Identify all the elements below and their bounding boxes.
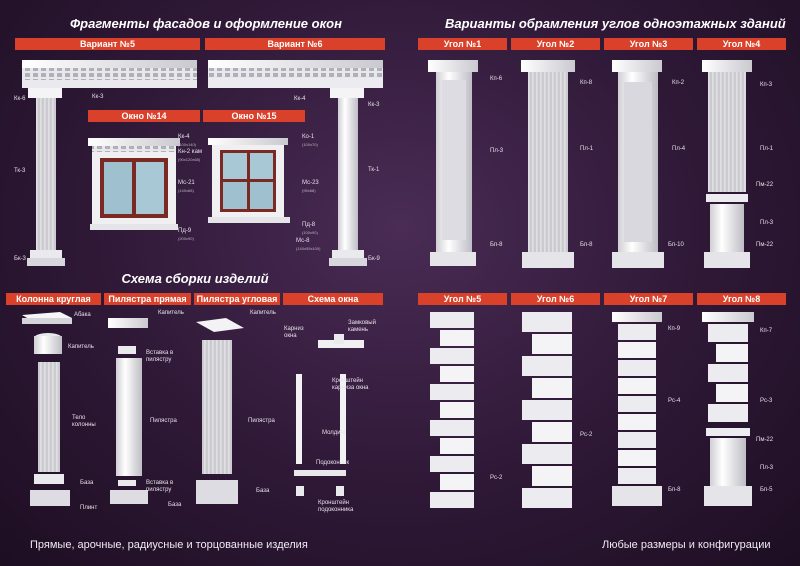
label-c4-kp3: Кп-3 [760, 82, 773, 88]
corner5-quoins [430, 312, 474, 508]
window14 [88, 138, 180, 230]
corner8-quoins [702, 312, 754, 506]
label-ws-molding: Молдинг [322, 430, 347, 436]
label-c2-bp8: Бп-8 [580, 242, 593, 248]
label-c7-rs4: Рс-4 [668, 398, 681, 404]
bar-variant6: Вариант №6 [205, 38, 385, 50]
bar-column-round: Колонна круглая [6, 293, 101, 305]
label-ws-kronsh2: Кронштейн подоконника [318, 500, 354, 513]
label-pp-vstavka2: Вставка в пилястру [146, 480, 174, 493]
label-c3-bp10: Бп-10 [668, 242, 684, 248]
label-w14-ms21: Мс-21(140х68) [178, 180, 195, 193]
pilaster-corner-assembly [196, 318, 244, 504]
label-w14-kn2: Кн-2 кам(90х120х68) [178, 149, 203, 162]
label-c1-pl3: Пл-3 [490, 148, 504, 154]
corner4-pilaster [702, 60, 752, 268]
bar-corner8: Угол №8 [697, 293, 786, 305]
label-pp-pilastra: Пилястра [150, 418, 177, 424]
label-c4-pm22: Пм-22 [756, 182, 774, 188]
label-c3-kp2: Кп-2 [672, 80, 685, 86]
bar-corner1: Угол №1 [418, 38, 507, 50]
label-ws-kronsh: Кронштейн карниза окна [332, 378, 369, 391]
label-ws-podokon: Подоконник [316, 460, 349, 466]
label-w14-pd9: Пд-9(200х90) [178, 228, 194, 241]
label-v6-tk1: Тк-1 [368, 167, 380, 173]
label-pp-vstavka: Вставка в пилястру [146, 350, 174, 363]
footer-left: Прямые, арочные, радиусные и торцованные… [30, 539, 308, 551]
label-c1-kp6: Кп-6 [490, 76, 503, 82]
label-v6-bk9: Бк-9 [368, 256, 380, 262]
bar-corner2: Угол №2 [511, 38, 600, 50]
label-c4-pl3: Пл-3 [760, 220, 774, 226]
corner6-quoins [522, 312, 572, 508]
footer-right: Любые размеры и конфигурации [602, 539, 771, 551]
bar-corner5: Угол №5 [418, 293, 507, 305]
bar-corner3: Угол №3 [604, 38, 693, 50]
bar-pilaster-corner: Пилястра угловая [194, 293, 280, 305]
label-w14-kk4: Кк-4(100х140) [178, 134, 197, 147]
label-v6-kk3: Кк-3 [368, 102, 380, 108]
label-c4-pm22b: Пм-22 [756, 242, 774, 248]
label-v5-kk3: Кк-3 [92, 94, 104, 100]
bar-variant5: Вариант №5 [15, 38, 200, 50]
corner3-pilaster [612, 60, 664, 268]
pilaster-straight-assembly [108, 318, 148, 504]
label-w15-pd8: Пд-8(100х90) [302, 222, 318, 235]
bar-window15: Окно №15 [203, 110, 305, 122]
label-c8-pl3: Пл-3 [760, 465, 774, 471]
label-c8-pm22: Пм-22 [756, 437, 774, 443]
window15 [208, 138, 290, 223]
variant5-facade [22, 60, 197, 266]
corner7-quoins [612, 312, 662, 506]
label-c7-bp8: Бп-8 [668, 487, 681, 493]
label-c5-rs2: Рс-2 [490, 475, 503, 481]
label-pu-pilastra: Пилястра [248, 418, 275, 424]
label-c8-kp7: Кп-7 [760, 328, 773, 334]
bar-corner7: Угол №7 [604, 293, 693, 305]
label-c4-pl1: Пл-1 [760, 146, 774, 152]
label-c1-bp8: Бп-8 [490, 242, 503, 248]
bar-pilaster-straight: Пилястра прямая [104, 293, 191, 305]
label-pp-kapitel: Капитель [158, 310, 184, 316]
window-scheme-assembly [294, 334, 364, 496]
corner1-pilaster [428, 60, 478, 266]
label-col-baza: База [80, 480, 94, 486]
label-w15-ko1: Ко-1(100х70) [302, 134, 318, 147]
label-col-abaka: Абака [74, 312, 91, 318]
label-ws-zamk: Замковый камень [348, 320, 376, 333]
bar-corner4: Угол №4 [697, 38, 786, 50]
facades-title: Фрагменты фасадов и оформление окон [70, 16, 342, 31]
label-c6-rs2: Рс-2 [580, 432, 593, 438]
label-c3-pl4: Пл-4 [672, 146, 686, 152]
label-pu-kapitel: Капитель [250, 310, 276, 316]
bar-window-scheme: Схема окна [283, 293, 383, 305]
variant6-facade [208, 60, 383, 266]
label-c2-kp8: Кп-8 [580, 80, 593, 86]
column-assembly [22, 312, 72, 506]
label-c7-kp9: Кп-9 [668, 326, 681, 332]
label-pp-baza: База [168, 502, 182, 508]
label-ws-karniz: Карниз окна [284, 326, 304, 339]
label-col-plint: Плинт [80, 505, 98, 511]
corners-title: Варианты обрамления углов одноэтажных зд… [445, 16, 786, 31]
label-pu-baza: База [256, 488, 270, 494]
bar-window14: Окно №14 [88, 110, 200, 122]
label-c2-pl1: Пл-1 [580, 146, 594, 152]
label-v5-bk3: Бк-3 [14, 256, 26, 262]
label-v5-tk3: Тк-3 [14, 168, 26, 174]
label-c8-rs3: Рс-3 [760, 398, 773, 404]
label-col-telo: Тело колонны [72, 415, 96, 428]
label-c8-bp5: Бп-5 [760, 487, 773, 493]
label-w15-ms8: Мс-8(140х55х100) [296, 238, 321, 251]
corner2-pilaster [521, 60, 575, 268]
label-col-kapitel: Капитель [68, 344, 94, 350]
label-v6-kk4: Кк-4 [294, 96, 306, 102]
label-w15-ms23: Мс-23(95х68) [302, 180, 319, 193]
label-v5-kk6: Кк-6 [14, 96, 26, 102]
bar-corner6: Угол №6 [511, 293, 600, 305]
assembly-title: Схема сборки изделий [121, 271, 269, 286]
